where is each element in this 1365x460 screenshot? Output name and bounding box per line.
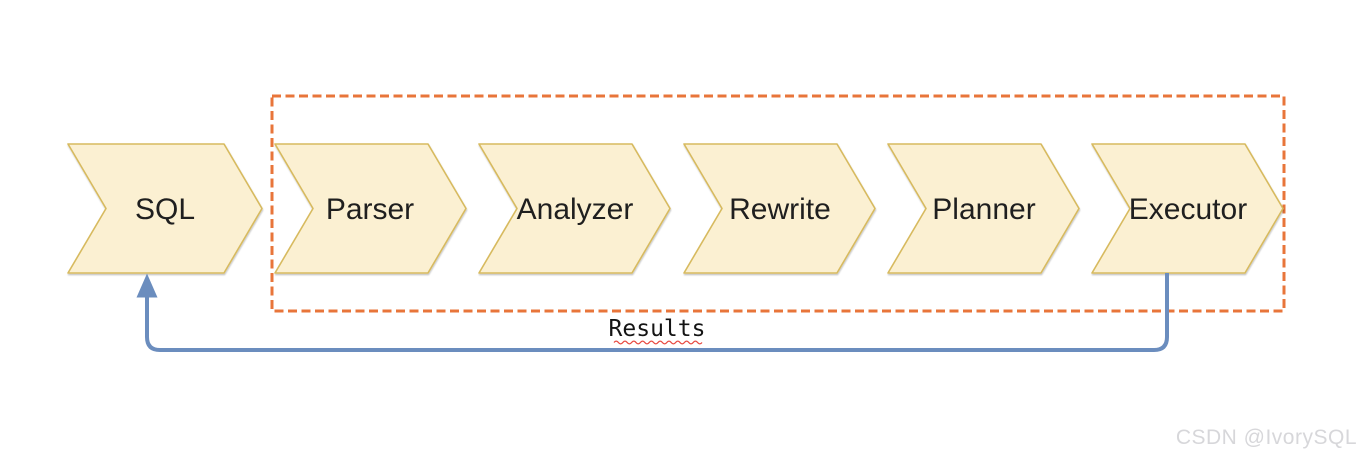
spellcheck-squiggle [613, 340, 703, 345]
feedback-connector-line [145, 273, 1169, 352]
chevron-shape [478, 143, 671, 274]
stage-label: Planner [932, 193, 1035, 226]
watermark-text: CSDN @IvorySQL [1176, 426, 1357, 449]
stage-planner: Planner [887, 143, 1080, 274]
stage-label: Analyzer [517, 193, 634, 226]
stage-executor: Executor [1091, 143, 1284, 274]
chevron-shape [67, 143, 263, 274]
stage-label: SQL [135, 193, 195, 226]
arrowhead-up-icon [136, 273, 158, 298]
results-feedback-arrow [136, 273, 1169, 352]
stage-analyzer: Analyzer [478, 143, 671, 274]
stage-rewrite: Rewrite [683, 143, 876, 274]
chevron-shape [887, 143, 1080, 274]
stage-label: Rewrite [729, 193, 831, 226]
stage-label: Executor [1129, 193, 1247, 226]
chevron-shape [1091, 143, 1284, 274]
chevron-shape [274, 143, 467, 274]
stage-parser: Parser [274, 143, 467, 274]
stage-label: Parser [326, 193, 414, 226]
chevron-shape [683, 143, 876, 274]
pipeline-dashed-boundary [270, 94, 1286, 313]
stage-sql: SQL [67, 143, 263, 274]
results-label: Results [609, 316, 706, 342]
